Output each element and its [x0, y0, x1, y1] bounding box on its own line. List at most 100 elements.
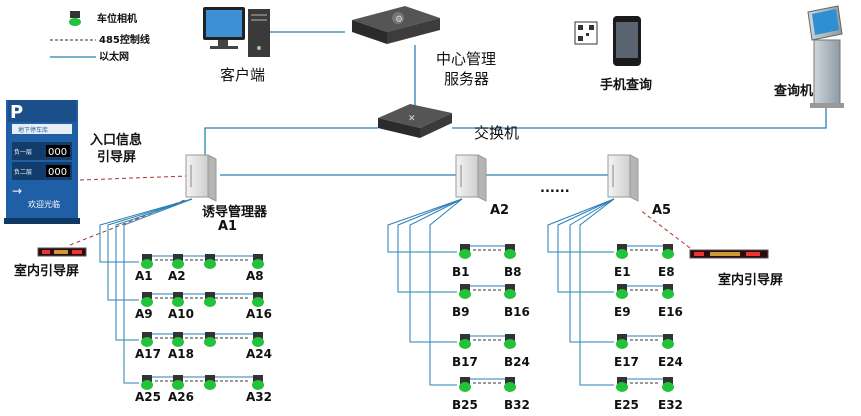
camera-label: E16 — [658, 305, 683, 319]
camera-label: E8 — [658, 265, 675, 279]
indoor-screen-right-icon — [689, 249, 769, 259]
rs485-bus-line — [429, 198, 463, 386]
sign-digits-2: 000 — [48, 167, 67, 178]
controller-cabinet-icon — [455, 154, 487, 202]
legend-rs485: 485控制线 — [99, 33, 150, 46]
camera-legend-icon — [69, 11, 81, 26]
controller-cabinet-icon — [607, 154, 639, 202]
legend-camera: 车位相机 — [97, 12, 137, 25]
svg-text:P: P — [10, 102, 23, 123]
parking-camera-icon — [662, 377, 674, 392]
server-label-line2: 服务器 — [444, 70, 489, 88]
ellipsis: ...... — [540, 181, 570, 196]
camera-label: A9 — [135, 307, 153, 321]
sign-digits-1: 000 — [48, 147, 67, 158]
parking-camera-icon — [504, 284, 516, 299]
camera-label: E32 — [658, 398, 683, 412]
parking-camera-icon — [459, 244, 471, 259]
sign-header: 地下停车库 — [18, 126, 48, 134]
parking-camera-icon — [616, 377, 628, 392]
rs485-bus-line — [115, 198, 193, 341]
controller-label: A2 — [490, 203, 509, 218]
legend: 车位相机 485控制线 以太网 — [50, 11, 150, 63]
kiosk-label: 查询机 — [773, 83, 813, 99]
switch-label: 交换机 — [474, 124, 519, 142]
camera-label: B9 — [452, 305, 470, 319]
rs485-bus-line — [99, 198, 193, 263]
camera-label: A26 — [168, 390, 194, 404]
sign-row2: 负二层 — [14, 168, 32, 176]
parking-camera-icon — [504, 244, 516, 259]
camera-label: E1 — [614, 265, 631, 279]
camera-label: E24 — [658, 355, 683, 369]
camera-label: E17 — [614, 355, 639, 369]
camera-label: A17 — [135, 347, 161, 361]
sign-welcome: 欢迎光临 — [28, 199, 60, 209]
camera-label: A8 — [246, 269, 264, 283]
kiosk-icon — [807, 5, 844, 108]
sign-row1: 负一层 — [14, 148, 32, 156]
mobile-icon — [574, 16, 641, 66]
rs485-bus-line — [123, 198, 193, 384]
camera-label: E25 — [614, 398, 639, 412]
camera-label: B1 — [452, 265, 470, 279]
entrance-label-line1: 入口信息 — [90, 132, 142, 148]
controller-label: A1 — [218, 219, 237, 234]
camera-label: A25 — [135, 390, 161, 404]
switch-icon: ✕ — [378, 104, 452, 138]
camera-label: A18 — [168, 347, 194, 361]
parking-camera-icon — [141, 292, 153, 307]
parking-camera-icon — [616, 284, 628, 299]
parking-camera-icon — [459, 334, 471, 349]
server-label-line1: 中心管理 — [436, 50, 496, 68]
camera-label: B17 — [452, 355, 478, 369]
camera-label: B25 — [452, 398, 478, 412]
parking-camera-icon — [252, 332, 264, 347]
parking-camera-icon — [172, 254, 184, 269]
legend-ethernet: 以太网 — [99, 50, 129, 63]
parking-camera-icon — [459, 377, 471, 392]
rs485-bus-line — [557, 198, 615, 293]
camera-label: A24 — [246, 347, 272, 361]
mobile-label: 手机查询 — [600, 77, 652, 93]
parking-camera-icon — [204, 292, 216, 307]
arrow-right-icon: → — [12, 184, 22, 198]
parking-camera-icon — [252, 375, 264, 390]
client-pc-icon — [203, 7, 270, 57]
rs485-bus-line — [409, 198, 463, 343]
rs485-bus-line — [569, 198, 615, 343]
parking-camera-icon — [504, 377, 516, 392]
parking-camera-icon — [252, 292, 264, 307]
camera-label: E9 — [614, 305, 631, 319]
parking-camera-icon — [662, 334, 674, 349]
parking-camera-icon — [616, 334, 628, 349]
entrance-sign-icon: P 地下停车库 负一层 000 负二层 000 → 欢迎光临 — [4, 100, 80, 224]
entrance-label-line2: 引导屏 — [97, 150, 136, 165]
parking-camera-icon — [459, 284, 471, 299]
parking-camera-icon — [172, 332, 184, 347]
camera-label: A32 — [246, 390, 272, 404]
rs485-bus-line — [387, 198, 463, 253]
svg-text:⚙: ⚙ — [395, 15, 403, 25]
camera-label: A16 — [246, 307, 272, 321]
parking-camera-icon — [141, 375, 153, 390]
parking-camera-icon — [504, 334, 516, 349]
parking-camera-icon — [204, 375, 216, 390]
parking-camera-icon — [252, 254, 264, 269]
svg-text:✕: ✕ — [408, 114, 416, 124]
manager-label: 诱导管理器 — [202, 204, 268, 220]
rs485-bus-line — [579, 198, 615, 386]
indoor-left-label: 室内引导屏 — [14, 263, 79, 279]
parking-camera-icon — [616, 244, 628, 259]
camera-label: A2 — [168, 269, 186, 283]
parking-camera-icon — [662, 284, 674, 299]
parking-camera-icon — [172, 292, 184, 307]
camera-label: B32 — [504, 398, 530, 412]
ethernet-backbone — [204, 31, 827, 176]
indoor-right-label: 室内引导屏 — [718, 272, 783, 288]
parking-camera-icon — [172, 375, 184, 390]
server-icon: ⚙ — [352, 6, 440, 44]
camera-label: A1 — [135, 269, 153, 283]
rs485-bus-line — [397, 198, 463, 293]
